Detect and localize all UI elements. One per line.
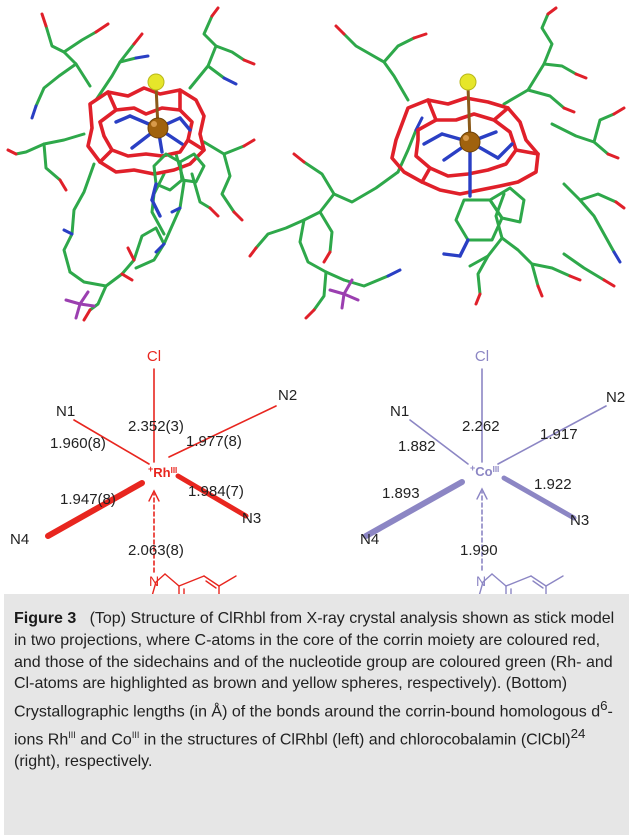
co-n3-distance: 1.922 bbox=[534, 476, 572, 493]
rh-n3-distance: 1.984(7) bbox=[188, 483, 244, 500]
co-center-label: +CoIII bbox=[470, 463, 499, 479]
chlorine-sphere-right bbox=[459, 73, 477, 91]
rh-n4-bond bbox=[45, 480, 145, 539]
rh-n3-bond bbox=[175, 473, 249, 519]
co-cl-label: Cl bbox=[475, 348, 489, 365]
co-n4-distance: 1.893 bbox=[382, 485, 420, 502]
stick-model-right bbox=[248, 6, 626, 320]
figure-image: Cl N1 N2 N3 N4 2.352(3) 1.960(8) 1.977(8… bbox=[4, 4, 629, 594]
co-n1-bond bbox=[409, 419, 469, 465]
caption-text-3: and Co bbox=[75, 731, 132, 749]
rh-base-n1: N bbox=[149, 573, 159, 589]
rh-cl-distance: 2.352(3) bbox=[128, 418, 184, 435]
figure-caption: Figure 3 (Top) Structure of ClRhbl from … bbox=[14, 608, 620, 773]
co-n3-bond bbox=[501, 475, 577, 521]
co-bond-diagram bbox=[363, 368, 607, 594]
co-benzimidazole bbox=[478, 573, 564, 594]
stick-model-left bbox=[6, 6, 256, 322]
rh-n3-label: N3 bbox=[242, 510, 261, 527]
co-n3-label: N3 bbox=[570, 512, 589, 529]
co-n1-label: N1 bbox=[390, 403, 409, 420]
rh-cl-label: Cl bbox=[147, 348, 161, 365]
caption-sup-ref: 24 bbox=[570, 726, 586, 742]
rh-n4-distance: 1.947(8) bbox=[60, 491, 116, 508]
rh-n1-label: N1 bbox=[56, 403, 75, 420]
rh-n4-label: N4 bbox=[10, 531, 29, 548]
co-n4-label: N4 bbox=[360, 531, 379, 548]
rh-n2-label: N2 bbox=[278, 387, 297, 404]
caption-sup-d6: 6 bbox=[600, 698, 608, 714]
figure-3: Cl N1 N2 N3 N4 2.352(3) 1.960(8) 1.977(8… bbox=[4, 4, 629, 835]
caption-sup-rh: III bbox=[68, 730, 76, 741]
rh-n1-distance: 1.960(8) bbox=[50, 435, 106, 452]
co-n2-distance: 1.917 bbox=[540, 426, 578, 443]
co-bond-labels: Cl N1 N2 N3 N4 2.262 1.882 1.917 1.922 1… bbox=[360, 348, 625, 594]
rh-sphere bbox=[147, 117, 169, 139]
caption-text-1: (Top) Structure of ClRhbl from X-ray cry… bbox=[14, 610, 615, 721]
caption-text-2: -ions Rh bbox=[14, 703, 613, 749]
rh-base-distance: 2.063(8) bbox=[128, 542, 184, 559]
chlorine-sphere-left bbox=[147, 73, 165, 91]
rh-base-n2: N bbox=[145, 593, 155, 594]
co-n2-label: N2 bbox=[606, 389, 625, 406]
co-base-n2: N bbox=[472, 593, 482, 594]
co-base-distance: 1.990 bbox=[460, 542, 498, 559]
rh-benzimidazole bbox=[151, 573, 237, 594]
rh-center-label: +RhIII bbox=[148, 464, 177, 480]
co-n2-bond bbox=[497, 405, 607, 465]
rh-n1-bond bbox=[73, 419, 150, 465]
rh-n2-bond bbox=[168, 405, 277, 458]
figure-svg: Cl N1 N2 N3 N4 2.352(3) 1.960(8) 1.977(8… bbox=[6, 6, 626, 594]
rh-n2-distance: 1.977(8) bbox=[186, 433, 242, 450]
caption-sup-co: III bbox=[131, 730, 140, 741]
co-base-n1: N bbox=[476, 573, 486, 589]
rh-bond-diagram bbox=[45, 368, 277, 594]
co-sphere bbox=[459, 131, 481, 153]
co-cl-distance: 2.262 bbox=[462, 418, 500, 435]
co-n4-bond bbox=[363, 479, 465, 539]
caption-text-5: (right), respectively. bbox=[14, 753, 153, 771]
rh-bond-labels: Cl N1 N2 N3 N4 2.352(3) 1.960(8) 1.977(8… bbox=[10, 348, 297, 594]
caption-text-4: in the structures of ClRhbl (left) and c… bbox=[139, 731, 571, 749]
figure-label: Figure 3 bbox=[14, 610, 77, 627]
co-n1-distance: 1.882 bbox=[398, 438, 436, 455]
